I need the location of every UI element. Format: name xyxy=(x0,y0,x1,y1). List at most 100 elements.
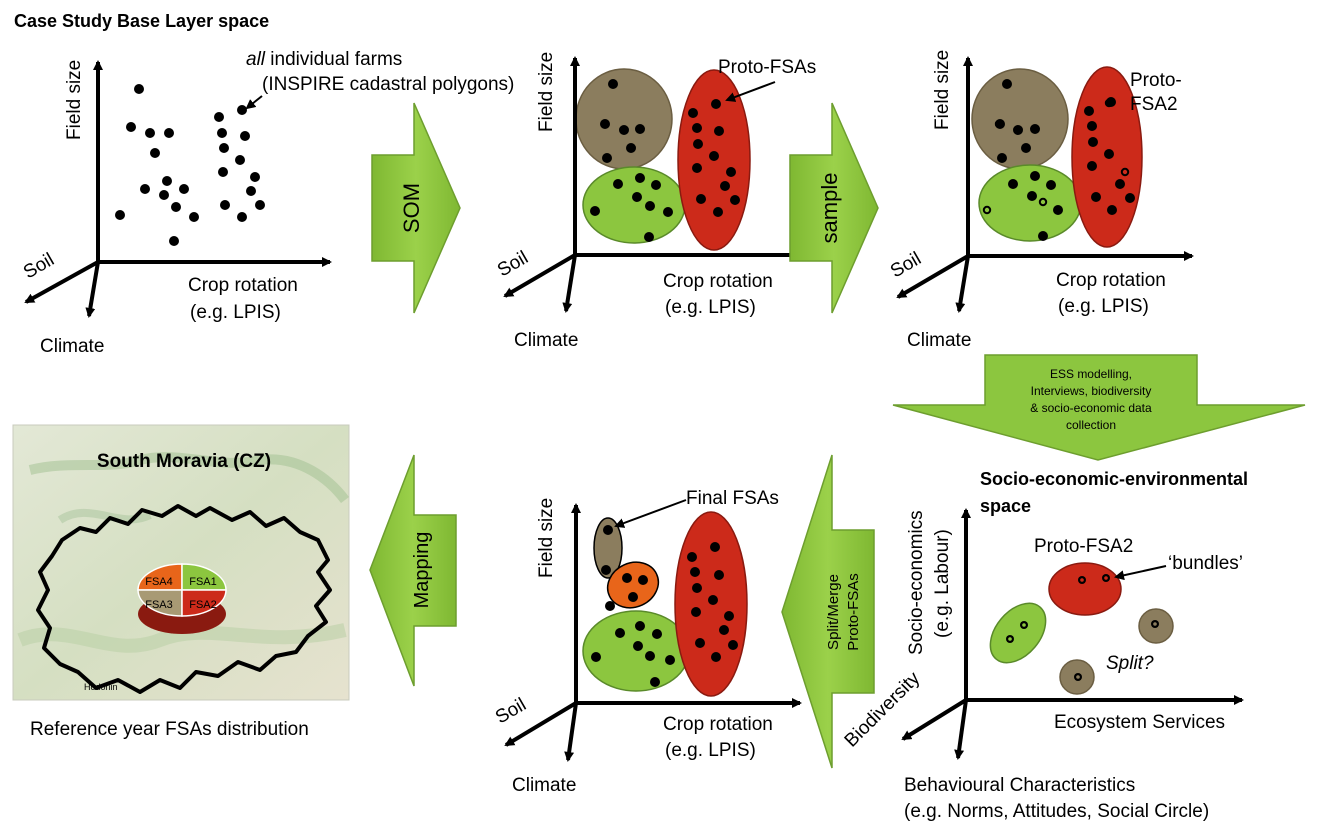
annotation-arrow xyxy=(614,499,687,528)
pie-slice-fsa2 xyxy=(181,589,227,617)
fsa-pie-chart: FSA4 FSA1 FSA3 FSA2 xyxy=(137,563,227,634)
z-axis-climate xyxy=(85,261,100,318)
y-axis-label: Field size xyxy=(536,52,557,132)
data-point xyxy=(628,592,638,602)
data-point xyxy=(726,167,736,177)
data-point xyxy=(635,124,645,134)
proto-fsas-annotation: Proto-FSAs xyxy=(718,57,816,78)
data-point xyxy=(997,153,1007,163)
page-title: Case Study Base Layer space xyxy=(14,11,269,31)
data-point xyxy=(633,641,643,651)
cluster-brown xyxy=(971,68,1069,170)
final-fsas-annotation: Final FSAs xyxy=(686,488,779,509)
data-point xyxy=(150,148,160,158)
data-point xyxy=(645,201,655,211)
farm-points xyxy=(115,84,265,246)
data-point xyxy=(710,542,720,552)
data-point xyxy=(169,236,179,246)
data-point xyxy=(237,212,247,222)
som-arrow: SOM xyxy=(371,102,461,314)
space-title-line2: space xyxy=(980,496,1031,516)
data-point xyxy=(171,202,181,212)
data-point xyxy=(1091,192,1101,202)
y-axis-label: Field size xyxy=(932,50,953,130)
data-point xyxy=(652,629,662,639)
data-point xyxy=(638,575,648,585)
south-moravia-map: South Moravia (CZ) Hodonin FSA4 FSA1 FSA… xyxy=(12,424,350,701)
mapping-arrow-label: Mapping xyxy=(411,532,433,609)
cluster-green xyxy=(582,166,686,244)
climate-label: Climate xyxy=(40,336,104,357)
bundles-label: ‘bundles’ xyxy=(1168,553,1243,574)
soil-label: Soil xyxy=(20,249,58,283)
map-title: South Moravia (CZ) xyxy=(97,451,271,472)
data-point xyxy=(603,525,613,535)
data-point xyxy=(632,192,642,202)
proto-fsa2-annotation-line2: FSA2 xyxy=(1130,94,1178,115)
pie-slice-fsa3 xyxy=(137,589,183,617)
data-point xyxy=(235,155,245,165)
y-axis-label: Field size xyxy=(64,60,85,140)
sampled-point xyxy=(1120,167,1130,177)
data-point xyxy=(692,163,702,173)
z-axis-behaviour xyxy=(954,699,968,760)
x-axis-sublabel: (e.g. LPIS) xyxy=(665,740,756,761)
data-point xyxy=(1084,106,1094,116)
data-point xyxy=(728,640,738,650)
data-point xyxy=(159,190,169,200)
data-point xyxy=(635,621,645,631)
data-point xyxy=(179,184,189,194)
data-point-hole xyxy=(1022,623,1026,627)
data-point xyxy=(709,151,719,161)
data-point xyxy=(214,112,224,122)
z-axis-soil xyxy=(24,260,99,304)
x-axis-sublabel: (e.g. LPIS) xyxy=(190,302,281,323)
data-point xyxy=(1027,191,1037,201)
data-point xyxy=(1088,137,1098,147)
sampled-point xyxy=(994,119,1004,129)
collection-label-line3: & socio-economic data xyxy=(1030,401,1152,415)
soil-label: Soil xyxy=(494,247,532,281)
map-terrain-band xyxy=(28,452,349,504)
map-terrain-band xyxy=(17,623,347,653)
data-point xyxy=(711,99,721,109)
data-point-hole xyxy=(1008,637,1012,641)
data-point xyxy=(1107,205,1117,215)
data-point xyxy=(650,677,660,687)
z-axis-climate xyxy=(564,702,578,762)
collection-label-line1: ESS modelling, xyxy=(1050,367,1132,381)
x-axis-label: Ecosystem Services xyxy=(1054,712,1225,733)
data-point xyxy=(687,552,697,562)
split-merge-label-line2: Proto-FSAs xyxy=(845,573,862,651)
data-point xyxy=(237,105,247,115)
data-point xyxy=(711,652,721,662)
data-point xyxy=(1115,179,1125,189)
data-point xyxy=(651,180,661,190)
data-point xyxy=(217,128,227,138)
panel-final-fsas: Field size Crop rotation (e.g. LPIS) Soi… xyxy=(492,488,802,796)
data-point xyxy=(126,122,136,132)
z-axis-climate xyxy=(562,254,577,313)
data-point xyxy=(115,210,125,220)
collection-label-line2: Interviews, biodiversity xyxy=(1031,384,1152,398)
x-axis-label: Crop rotation xyxy=(1056,270,1166,291)
cluster-brown xyxy=(575,68,673,170)
data-point xyxy=(615,628,625,638)
data-point xyxy=(696,194,706,204)
data-point xyxy=(1087,161,1097,171)
data-point xyxy=(708,595,718,605)
map-caption: Reference year FSAs distribution xyxy=(30,719,309,740)
climate-label: Climate xyxy=(907,330,971,351)
pie-slice-fsa4 xyxy=(137,563,183,591)
data-point xyxy=(1013,125,1023,135)
behaviour-label-line1: Behavioural Characteristics xyxy=(904,775,1135,796)
data-point-hole xyxy=(1104,576,1108,580)
y-axis-label: Socio-economics xyxy=(906,510,927,655)
data-point xyxy=(602,153,612,163)
panel-socio-economic-space: Socio-economic-environmental space Socio… xyxy=(841,469,1248,822)
data-point xyxy=(591,652,601,662)
cluster-green xyxy=(978,164,1082,242)
split-merge-label-line1: Split/Merge xyxy=(825,574,842,650)
z-axis-soil xyxy=(503,253,577,298)
soil-label: Soil xyxy=(492,694,530,728)
